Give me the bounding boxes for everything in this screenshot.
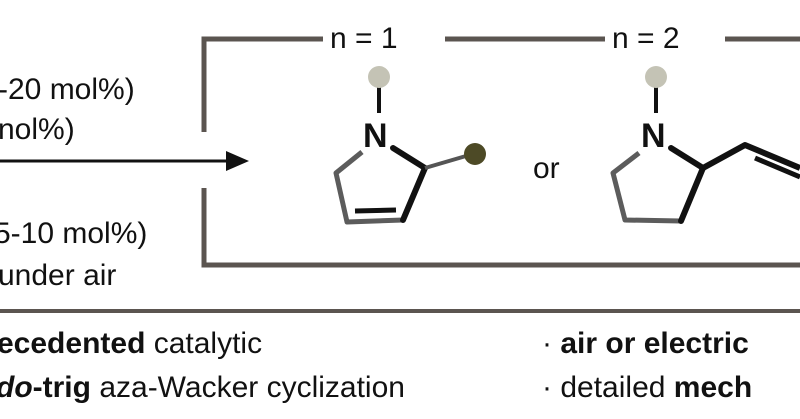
bullet-marker-1: · bbox=[542, 327, 552, 360]
substituent-dot-dark bbox=[464, 143, 486, 165]
bullet-right-2-bold: mech bbox=[673, 371, 753, 404]
nitrogen-atom-left: N bbox=[363, 117, 388, 155]
bracket-label-n1: n = 1 bbox=[330, 22, 398, 55]
molecule-pyrroline: N bbox=[333, 66, 486, 225]
condition-line-1: -20 mol%) bbox=[0, 73, 135, 106]
nitrogen-atom-right: N bbox=[641, 117, 666, 155]
bullet-left-2: do-trig aza-Wacker cyclization bbox=[0, 373, 405, 403]
bullet-left-2-normal: aza-Wacker cyclization bbox=[90, 371, 405, 404]
bullet-left-1-normal: catalytic bbox=[145, 327, 263, 360]
product-bracket bbox=[201, 36, 800, 268]
substituent-dot-light bbox=[368, 66, 390, 88]
bullet-left-2-bold: -trig bbox=[32, 371, 91, 404]
bracket-label-n2: n = 2 bbox=[612, 22, 680, 55]
molecule-pyrrolidine: N bbox=[610, 66, 800, 224]
bullet-left-1: ecedented catalytic bbox=[0, 329, 262, 359]
condition-line-3: 5-10 mol%) bbox=[0, 217, 147, 250]
condition-line-2: nol%) bbox=[0, 113, 75, 146]
reaction-arrow bbox=[0, 151, 249, 171]
bullet-right-1-bold: air or electric bbox=[560, 327, 749, 360]
bullet-left-2-bolditalic: do bbox=[0, 371, 33, 404]
bullet-right-2-normal: detailed bbox=[560, 371, 674, 404]
bullet-left-1-bold: ecedented bbox=[0, 327, 146, 360]
bullet-right-1: · air or electric bbox=[542, 329, 749, 359]
condition-line-4: under air bbox=[0, 259, 116, 292]
substituent-dot-light-2 bbox=[645, 66, 667, 88]
connector-or: or bbox=[533, 152, 560, 185]
bullet-right-2: · detailed mech bbox=[542, 373, 752, 403]
bullet-marker-2: · bbox=[542, 371, 552, 404]
